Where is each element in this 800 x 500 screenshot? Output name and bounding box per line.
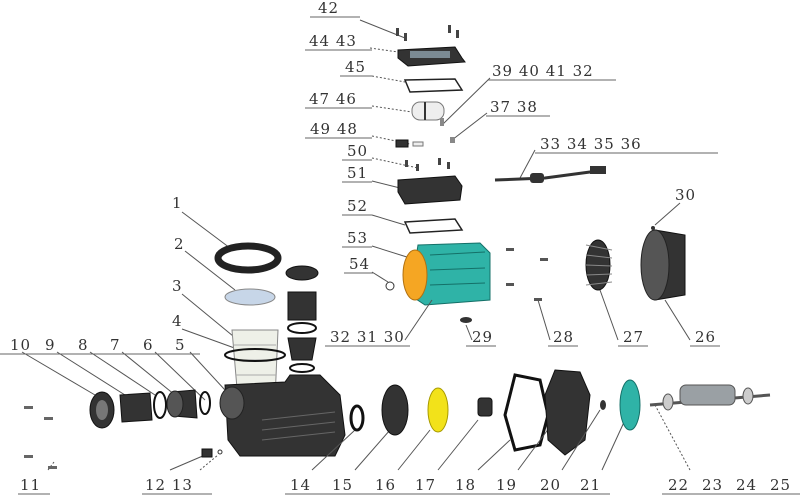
- part-cap-3: [181, 265, 319, 373]
- label-17: 17: [415, 476, 436, 494]
- label-47-46: 47 46: [309, 90, 357, 108]
- label-45: 45: [345, 58, 366, 76]
- part-rotor-22-25: [649, 384, 771, 471]
- part-power-cord-33-36: [494, 149, 606, 183]
- leader-32-31-30: [404, 299, 433, 341]
- part-fan-27: [585, 239, 619, 341]
- label-22: 22: [668, 476, 689, 494]
- label-6: 6: [143, 336, 154, 354]
- part-gasket-45: [371, 75, 464, 93]
- label-50: 50: [347, 142, 368, 160]
- label-5: 5: [175, 336, 186, 354]
- part-capacitor-47-46: [371, 101, 445, 121]
- part-terminal-box-51: [371, 175, 463, 205]
- label-49-48: 49 48: [310, 120, 358, 138]
- label-53: 53: [347, 229, 368, 247]
- label-32-31-30: 32 31 30: [330, 328, 405, 346]
- part-lid-2: [184, 250, 276, 306]
- label-11: 11: [20, 476, 41, 494]
- part-20: [561, 400, 606, 471]
- part-29: [460, 317, 473, 341]
- part-clip-54: [371, 271, 395, 291]
- part-nut-10: [21, 351, 115, 429]
- label-44-43: 44 43: [309, 32, 357, 50]
- part-gasket-52: [371, 214, 464, 234]
- label-10: 10: [10, 336, 31, 354]
- label-23: 23: [702, 476, 723, 494]
- label-21: 21: [580, 476, 601, 494]
- screws-50: [371, 157, 450, 171]
- part-cover-44-43: [369, 46, 466, 67]
- label-39-40-41-32: 39 40 41 32: [492, 62, 594, 80]
- label-33-34-35-36: 33 34 35 36: [540, 135, 642, 153]
- part-oring-8: [89, 351, 167, 419]
- screws-42: [359, 19, 459, 41]
- label-30-top: 30: [675, 186, 696, 204]
- part-17: [437, 397, 493, 471]
- part-gasket-18: [477, 373, 550, 471]
- part-impeller-16: [397, 387, 449, 471]
- part-motor-53: [371, 242, 491, 306]
- label-27: 27: [623, 328, 644, 346]
- label-1: 1: [172, 194, 183, 212]
- part-seal-plate-19: [517, 369, 591, 471]
- label-4: 4: [172, 312, 183, 330]
- label-3: 3: [172, 277, 183, 295]
- label-26: 26: [695, 328, 716, 346]
- part-switch-49-48: [371, 77, 491, 148]
- part-oring-14: [311, 404, 365, 471]
- screws-11: [24, 406, 57, 471]
- part-pump-body-5: [189, 351, 346, 457]
- label-16: 16: [375, 476, 396, 494]
- label-14: 14: [290, 476, 311, 494]
- label-37-38: 37 38: [490, 98, 538, 116]
- screws-28: [506, 248, 551, 341]
- label-12-13: 12 13: [145, 476, 193, 494]
- part-diffuser-15: [354, 384, 409, 471]
- part-union-7: [121, 351, 198, 419]
- label-7: 7: [110, 336, 121, 354]
- label-2: 2: [174, 235, 185, 253]
- part-pipe-9: [56, 351, 153, 423]
- part-oring-6: [154, 351, 211, 415]
- label-28: 28: [553, 328, 574, 346]
- label-42: 42: [318, 0, 339, 17]
- part-flange-21: [601, 379, 641, 471]
- part-lid-clamp-1: [181, 211, 282, 274]
- label-29: 29: [472, 328, 493, 346]
- label-15: 15: [332, 476, 353, 494]
- label-20: 20: [540, 476, 561, 494]
- label-19: 19: [496, 476, 517, 494]
- label-24: 24: [736, 476, 757, 494]
- label-9: 9: [45, 336, 56, 354]
- label-51: 51: [347, 164, 368, 182]
- label-25: 25: [770, 476, 791, 494]
- label-54: 54: [349, 255, 370, 273]
- label-52: 52: [347, 197, 368, 215]
- part-drain-plug-12-13: [169, 448, 223, 471]
- label-8: 8: [78, 336, 89, 354]
- label-18: 18: [455, 476, 476, 494]
- part-fan-cover-26: [640, 202, 691, 341]
